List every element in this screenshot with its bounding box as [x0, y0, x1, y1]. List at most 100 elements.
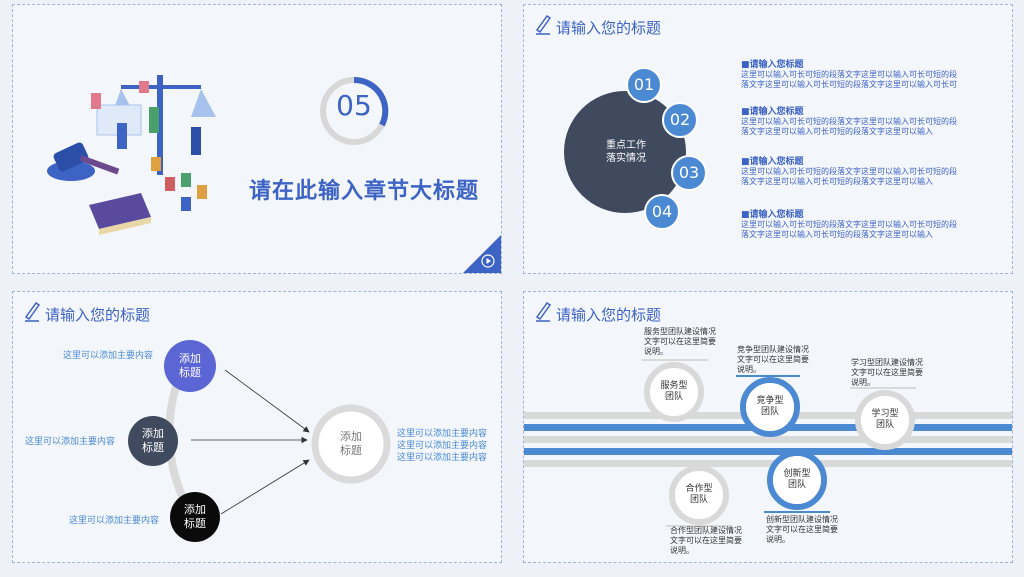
- person-icon: [191, 127, 201, 155]
- scale-pan-right: [191, 89, 216, 117]
- law-illustration: [47, 75, 216, 235]
- item-body: 落文字这里可以输入可长可短的段落文字这里可以输入: [741, 177, 933, 186]
- person-icon: [181, 197, 191, 211]
- arrow: [224, 369, 310, 433]
- team-node: 竞争型团队: [746, 383, 794, 431]
- gavel-handle: [79, 155, 120, 175]
- center-text-line: 落实情况: [606, 153, 646, 164]
- team-name: 团队: [689, 495, 708, 505]
- side-label: 这里可以添加主要内容: [69, 516, 160, 526]
- team-name: 创新型: [783, 469, 811, 479]
- gavel-head: [53, 142, 89, 172]
- item-body: 落文字这里可以输入可长可短的段落文字这里可以输入: [741, 230, 933, 239]
- section-title: 请在此输入章节大标题: [249, 179, 480, 204]
- node-label: 标题: [179, 366, 201, 379]
- team-desc-line: 说明。: [766, 535, 790, 544]
- team-desc-line: 合作型团队建设情况: [670, 526, 742, 535]
- node-circle: 添加标题: [170, 492, 220, 542]
- team-slide: 请输入您的标题 服务型团队 竞争型团队 学习型团队 合作型团队 创新型团队 服务…: [523, 291, 1013, 563]
- number-04-circle: 04: [644, 194, 680, 230]
- node-label: 标题: [142, 441, 164, 454]
- node-label: 标题: [340, 444, 362, 457]
- pencil-icon: [24, 301, 41, 322]
- right-text-line: 这里可以添加主要内容: [397, 429, 488, 439]
- node-label: 标题: [184, 517, 206, 530]
- item-body: 这里可以输入可长可短的段落文字这里可以输入可长可短的段: [741, 220, 957, 229]
- item-body: 落文字这里可以输入可长可短的段落文字这里可以输入: [741, 127, 933, 136]
- flow-diagram-slide: 请输入您的标题 添加标题 添加标题 添加标题 添加标题 这里可以添加主要内容 这…: [12, 291, 502, 563]
- center-node: 添加标题: [315, 408, 387, 480]
- item-heading: ■请输入您标题: [741, 107, 804, 117]
- team-desc-line: 服务型团队建设情况: [644, 327, 716, 336]
- item-body: 这里可以输入可长可短的段落文字这里可以输入可长可短的段: [741, 167, 957, 176]
- number-01-circle: 01: [626, 67, 662, 103]
- node-label: 添加: [340, 430, 362, 443]
- team-description: 服务型团队建设情况 文字可以在这里简要 说明。: [644, 327, 716, 357]
- right-text-line: 这里可以添加主要内容: [397, 453, 488, 463]
- node-label: 添加: [142, 427, 164, 440]
- team-node: 学习型团队: [861, 396, 909, 444]
- team-name: 合作型: [685, 484, 713, 494]
- team-desc-line: 文字可以在这里简要: [766, 525, 838, 534]
- team-name: 服务型: [660, 381, 688, 391]
- law-book-icon: [89, 193, 151, 229]
- person-icon: [149, 107, 159, 133]
- person-icon: [165, 177, 175, 191]
- slide-title: 请输入您的标题: [45, 306, 151, 324]
- node-circle: 添加标题: [128, 416, 178, 466]
- item-heading: ■请输入您标题: [741, 60, 804, 70]
- center-text: 重点工作 落实情况: [566, 139, 686, 165]
- side-label: 这里可以添加主要内容: [63, 351, 154, 361]
- section-number: 05: [336, 89, 372, 122]
- team-name: 学习型: [871, 409, 899, 419]
- team-description: 合作型团队建设情况 文字可以在这里简要 说明。: [670, 526, 742, 556]
- section-title-slide: 05 请在此输入章节大标题: [12, 4, 502, 274]
- team-desc-line: 说明。: [851, 378, 875, 387]
- person-icon: [197, 185, 207, 199]
- team-name: 团队: [875, 420, 894, 430]
- right-text: 这里可以添加主要内容 这里可以添加主要内容 这里可以添加主要内容: [397, 428, 487, 464]
- scale-beam: [121, 85, 201, 89]
- team-node: 合作型团队: [675, 471, 723, 519]
- key-work-slide: 请输入您的标题 重点工作 落实情况 01 02 03 04 ■请输入您标题 这里…: [523, 4, 1013, 274]
- team-name: 团队: [760, 407, 779, 417]
- node-label: 添加: [184, 503, 206, 516]
- play-icon[interactable]: [481, 254, 495, 268]
- team-name: 团队: [664, 392, 683, 402]
- right-text-line: 这里可以添加主要内容: [397, 441, 488, 451]
- center-circle: [564, 91, 686, 213]
- flag-icon: [139, 81, 149, 93]
- team-description: 竞争型团队建设情况 文字可以在这里简要 说明。: [737, 345, 809, 375]
- book-pages: [99, 217, 151, 235]
- team-desc-line: 文字可以在这里简要: [737, 355, 809, 364]
- center-text-line: 重点工作: [606, 140, 646, 151]
- corner-triangle: [463, 235, 501, 273]
- team-desc-line: 文字可以在这里简要: [644, 337, 716, 346]
- text-item: ■请输入您标题 这里可以输入可长可短的段落文字这里可以输入可长可短的段 落文字这…: [741, 57, 977, 90]
- text-item: ■请输入您标题 这里可以输入可长可短的段落文字这里可以输入可长可短的段 落文字这…: [741, 104, 977, 137]
- text-item: ■请输入您标题 这里可以输入可长可短的段落文字这里可以输入可长可短的段 落文字这…: [741, 207, 977, 240]
- team-desc-line: 说明。: [644, 347, 668, 356]
- team-name: 竞争型: [756, 396, 784, 406]
- item-heading: ■请输入您标题: [741, 157, 804, 167]
- side-label: 这里可以添加主要内容: [25, 437, 116, 447]
- node-circle: 添加标题: [164, 340, 216, 392]
- person-icon: [117, 123, 127, 149]
- item-body: 落文字这里可以输入可长可短的段落文字这里可以输入可长可: [741, 80, 957, 89]
- team-desc-line: 说明。: [737, 365, 761, 374]
- scale-pole: [157, 75, 163, 175]
- person-icon: [181, 173, 191, 187]
- team-desc-line: 创新型团队建设情况: [766, 515, 838, 524]
- person-icon: [151, 157, 161, 171]
- pencil-icon: [535, 301, 552, 322]
- slide-title: 请输入您的标题: [556, 19, 662, 37]
- number-03-circle: 03: [671, 155, 707, 191]
- item-body: 这里可以输入可长可短的段落文字这里可以输入可长可短的段: [741, 117, 957, 126]
- slide-title: 请输入您的标题: [556, 306, 662, 324]
- item-body: 这里可以输入可长可短的段落文字这里可以输入可长可短的段: [741, 70, 957, 79]
- team-node: 服务型团队: [650, 368, 698, 416]
- node-label: 添加: [179, 352, 201, 365]
- team-description: 学习型团队建设情况 文字可以在这里简要 说明。: [851, 358, 923, 388]
- pencil-icon: [535, 14, 552, 35]
- team-desc-line: 文字可以在这里简要: [851, 368, 923, 377]
